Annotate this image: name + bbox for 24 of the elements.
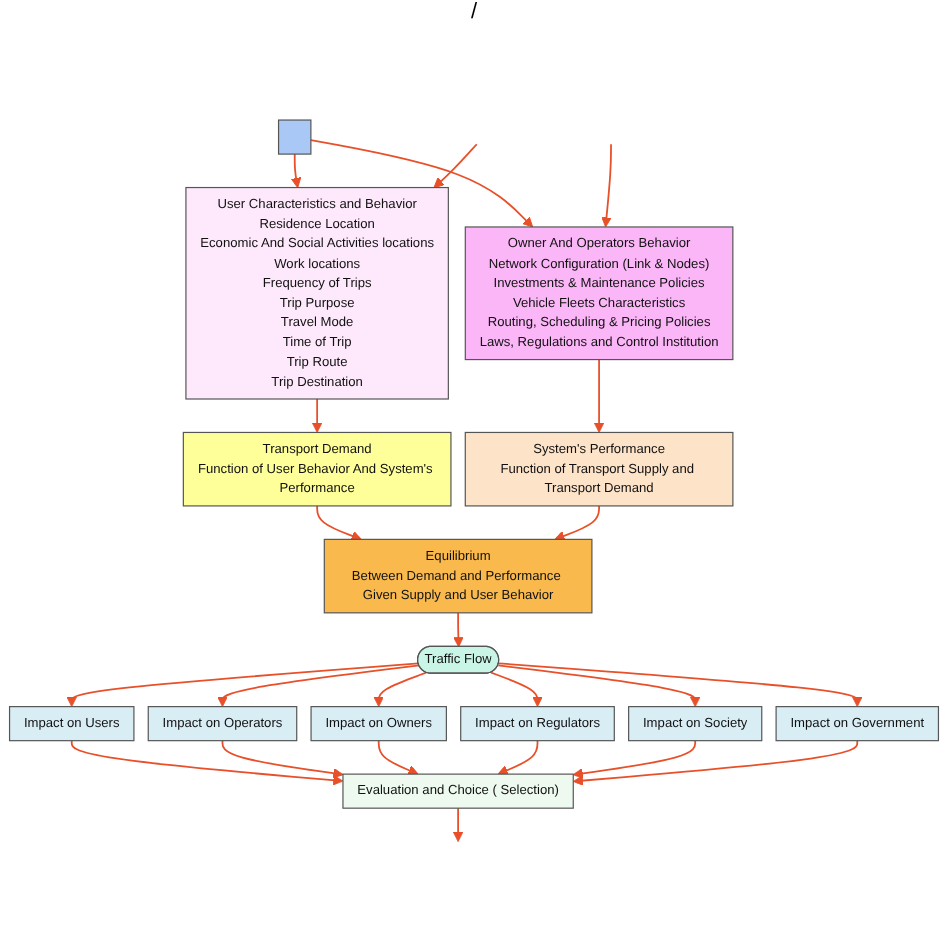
arrow [70,739,344,786]
arrow [373,671,428,708]
arrow [497,739,539,776]
arrow [217,664,421,708]
node-box [277,119,312,155]
arrow [377,739,419,776]
arrow [310,139,534,228]
arrow [290,153,302,188]
arrow [601,143,612,228]
arrow [498,662,863,708]
arrow [221,739,344,779]
note-text: / [470,0,478,24]
arrow [572,739,859,786]
arrow [490,671,543,708]
arrow [311,398,323,433]
arrow [66,662,420,708]
arrow [452,807,464,843]
arrow [554,505,600,541]
arrow [593,358,605,433]
arrow [497,664,701,708]
arrow [433,143,478,188]
arrow [316,505,362,541]
arrow [453,611,464,648]
arrow [572,739,697,779]
